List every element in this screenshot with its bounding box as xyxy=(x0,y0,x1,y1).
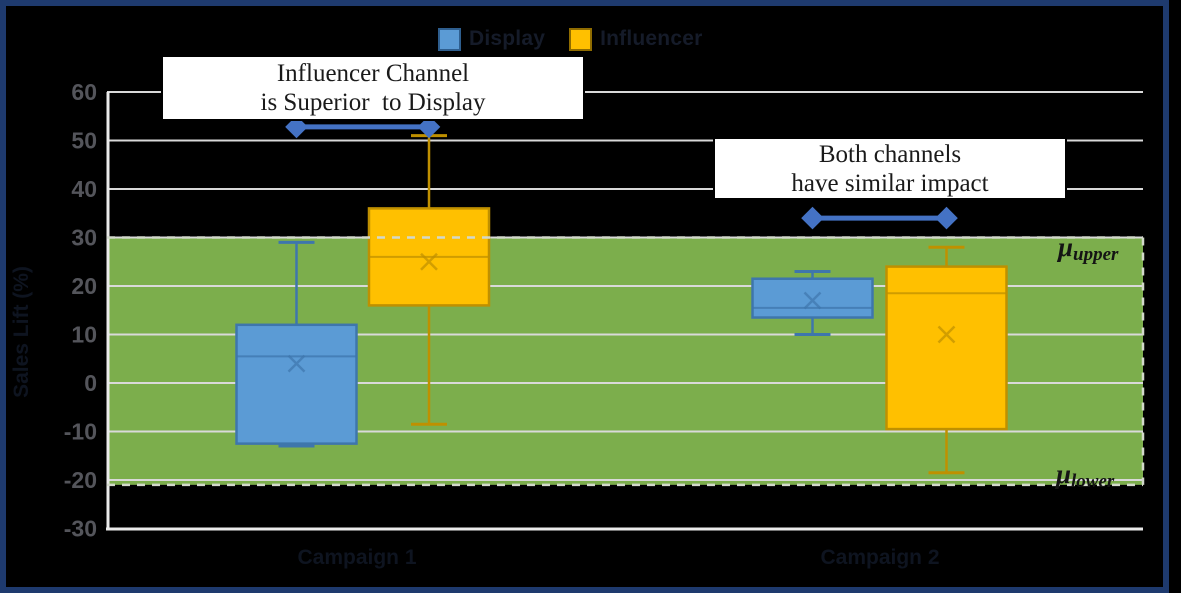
mean-x-marker xyxy=(420,252,438,271)
y-axis-title: Sales Lift (%) xyxy=(10,266,33,398)
y-tick-label: 20 xyxy=(71,273,97,299)
y-tick-label: 50 xyxy=(71,128,97,154)
box-display-0 xyxy=(235,240,358,448)
y-tick-label: -30 xyxy=(64,516,97,542)
annotation-line: have similar impact xyxy=(791,169,989,197)
mean-x-marker xyxy=(937,325,956,344)
annotation-line: is Superior to Display xyxy=(260,89,486,116)
influencer-legend-swatch xyxy=(569,27,593,51)
box-influencer-0 xyxy=(367,134,491,426)
mu-lower-subscript: lower xyxy=(1071,471,1115,493)
legend-item-display: Display xyxy=(438,27,545,51)
iqr-box xyxy=(885,265,1008,431)
mean-x-marker xyxy=(287,354,306,373)
mean-x-marker xyxy=(803,291,822,310)
y-tick-label: 10 xyxy=(71,322,97,348)
mu-symbol: μ xyxy=(1056,459,1072,489)
box-display-1 xyxy=(751,269,874,336)
x-axis-label-campaign-1: Campaign 1 xyxy=(297,546,417,569)
display-legend-swatch xyxy=(438,27,461,51)
legend-item-influencer: Influencer xyxy=(569,27,702,51)
x-axis-label-campaign-2: Campaign 2 xyxy=(820,546,940,569)
y-tick-label: -20 xyxy=(64,467,97,493)
y-tick-label: 60 xyxy=(71,79,97,105)
iqr-box xyxy=(235,323,358,445)
annotation-similar-impact: Both channels have similar impact xyxy=(713,137,1067,200)
display-legend-label: Display xyxy=(469,27,546,50)
mu-upper-subscript: upper xyxy=(1073,244,1119,266)
y-tick-label: -10 xyxy=(64,419,97,445)
annotation-line: Influencer Channel xyxy=(276,60,470,87)
y-tick-label: 30 xyxy=(71,225,97,251)
annotation-influencer-superior: Influencer Channel is Superior to Displa… xyxy=(161,55,585,121)
iqr-box xyxy=(751,277,874,319)
mu-upper-label: μupper xyxy=(1058,232,1118,266)
connector-diamond xyxy=(801,206,824,230)
mu-lower-label: μlower xyxy=(1056,459,1114,493)
chart-legend: Display Influencer xyxy=(438,27,702,51)
connector-diamond xyxy=(935,206,958,230)
y-tick-label: 40 xyxy=(71,176,97,202)
y-tick-label: 0 xyxy=(84,370,97,396)
influencer-legend-label: Influencer xyxy=(600,27,703,50)
mu-symbol: μ xyxy=(1058,232,1074,262)
box-influencer-1 xyxy=(885,245,1008,475)
annotation-line: Both channels xyxy=(818,140,962,168)
